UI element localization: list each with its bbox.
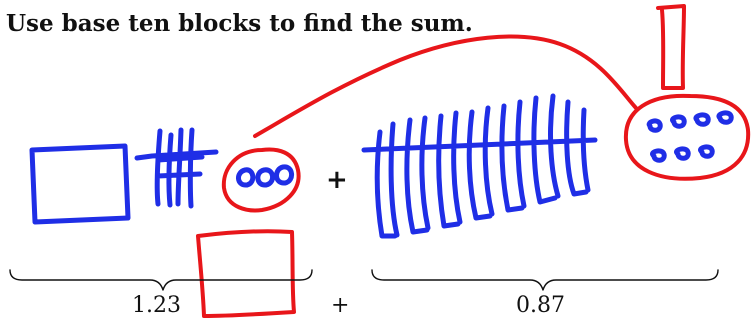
red-rect-top: [656, 4, 686, 90]
red-circle-left: [221, 147, 301, 213]
plus-sign-middle: +: [326, 165, 348, 195]
blue-hundredths-right: [646, 110, 734, 163]
addend-right-label: 0.87: [516, 293, 565, 318]
blue-square-whole: [29, 143, 131, 225]
blue-hundredths-left: [236, 164, 294, 188]
brace-right: [371, 269, 719, 291]
red-rect-bottom: [196, 229, 296, 318]
blue-tenths-rods-left: [134, 127, 219, 209]
red-oval-right: [623, 93, 751, 181]
addend-left-label: 1.23: [132, 293, 181, 318]
brace-left: [9, 269, 313, 291]
red-connecting-arc: [253, 34, 638, 138]
instruction-text: Use base ten blocks to find the sum.: [6, 10, 473, 37]
addend-operator-label: +: [331, 293, 350, 318]
blue-tenths-rods-right: [361, 93, 598, 239]
